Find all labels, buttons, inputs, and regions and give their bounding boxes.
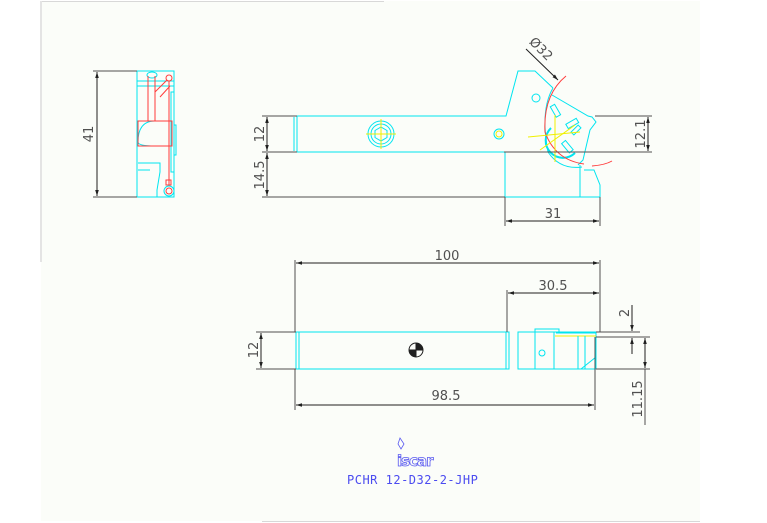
dim-tip-height-11-15: 11.15: [631, 380, 646, 417]
dim-offset-14-5: 14.5: [253, 161, 268, 190]
dim-insert-height-12-1: 12.1: [634, 120, 649, 149]
brand-logo: iscar: [397, 452, 434, 470]
dim-cut-diameter-32: Ø32: [526, 35, 556, 65]
dim-height-41: 41: [82, 126, 97, 143]
dim-shank-length-98-5: 98.5: [432, 389, 461, 404]
top-view: 100 30.5 2 12 98.5 11.15: [247, 249, 650, 425]
title-block: iscar PCHR 12-D32-2-JHP: [347, 437, 478, 487]
front-view: 12 14.5 12.1 31 Ø32: [253, 35, 652, 226]
dim-head-width-31: 31: [545, 207, 562, 222]
sheet-border-bottom: [262, 521, 700, 522]
dim-offset-2: 2: [618, 309, 633, 317]
drawing-sheet: [41, 1, 700, 521]
brand-logo-icon: [397, 437, 405, 450]
part-number: PCHR 12-D32-2-JHP: [347, 473, 478, 487]
dim-shank-width-12: 12: [247, 342, 262, 359]
dim-head-length-30-5: 30.5: [539, 279, 568, 294]
sheet-border-top: [41, 1, 384, 2]
side-view: 41: [82, 70, 177, 198]
sheet-border-left: [40, 1, 42, 262]
dim-overall-length-100: 100: [435, 249, 460, 264]
dim-shank-height-12: 12: [253, 126, 268, 143]
